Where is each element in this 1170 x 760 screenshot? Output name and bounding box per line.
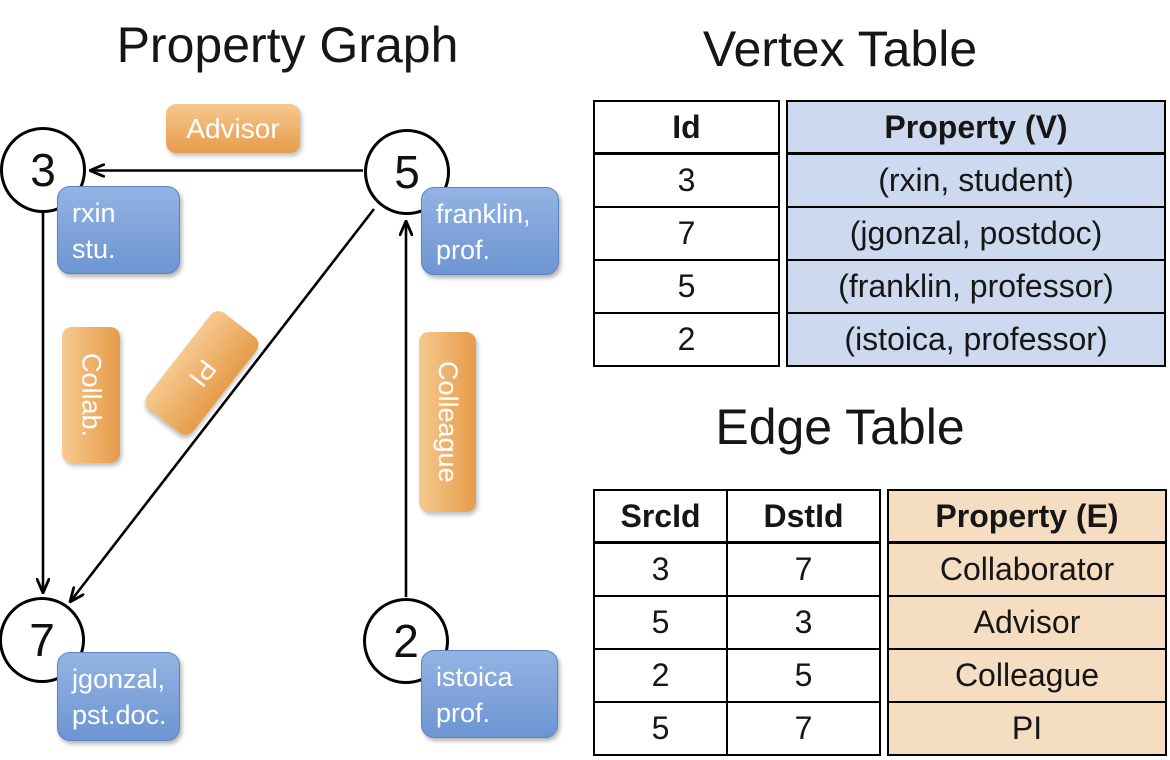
edge-srcid-cell: 5 bbox=[651, 710, 670, 746]
edge-table-header-row: SrcId DstId bbox=[595, 491, 879, 544]
node-id: 7 bbox=[29, 614, 55, 666]
vertex-label-line1: rxin bbox=[72, 198, 116, 228]
vertex-label-line2: prof. bbox=[436, 698, 491, 728]
vertex-table-title: Vertex Table bbox=[702, 21, 978, 77]
edge-table-row: 3 7 bbox=[595, 544, 879, 595]
edge-table-id-columns: SrcId DstId 3 7 5 3 2 5 5 7 bbox=[593, 489, 881, 756]
vertex-id-cell: 2 bbox=[595, 312, 778, 365]
vertex-property-cell: (jgonzal, postdoc) bbox=[788, 206, 1164, 259]
vertex-table-header-id: Id bbox=[595, 102, 778, 155]
vertex-table-header-property: Property (V) bbox=[788, 102, 1164, 155]
edge-table-row: 5 3 bbox=[595, 595, 879, 648]
vertex-label-jgonzal: jgonzal, pst.doc. bbox=[57, 652, 180, 741]
edge-dstid-cell: 3 bbox=[726, 597, 879, 648]
vertex-label-istoica: istoica prof. bbox=[421, 650, 558, 738]
vertex-label-line2: stu. bbox=[72, 234, 116, 264]
vertex-label-line1: franklin, bbox=[436, 199, 531, 229]
edge-srcid-cell: 2 bbox=[651, 657, 670, 693]
vertex-table-id-column: Id 3 7 5 2 bbox=[593, 100, 780, 367]
edge-table-property-column: Property (E) Collaborator Advisor Collea… bbox=[887, 489, 1167, 756]
edge-property-cell: Colleague bbox=[889, 648, 1165, 701]
vertex-label-line1: istoica bbox=[436, 662, 513, 692]
vertex-id-cell: 7 bbox=[595, 206, 778, 259]
edge-table-row: 2 5 bbox=[595, 648, 879, 701]
graph-node-3: 3 bbox=[0, 127, 86, 213]
edge-table-row: 5 7 bbox=[595, 701, 879, 754]
edge-table-title: Edge Table bbox=[715, 399, 965, 455]
edge-label-collab: Collab. bbox=[62, 327, 120, 463]
edge-dstid-cell: 7 bbox=[726, 703, 879, 754]
edge-dstid-cell: 7 bbox=[726, 544, 879, 595]
vertex-table-property-column: Property (V) (rxin, student) (jgonzal, p… bbox=[786, 100, 1166, 367]
vertex-label-line1: jgonzal, bbox=[72, 664, 166, 694]
edge-label-colleague: Colleague bbox=[419, 332, 476, 512]
edge-property-cell: PI bbox=[889, 701, 1165, 754]
edge-table-header-srcid: SrcId bbox=[595, 491, 726, 544]
node-id: 2 bbox=[393, 615, 419, 667]
edge-table-header-dstid: DstId bbox=[726, 491, 879, 544]
edge-arrow-5-to-7 bbox=[70, 208, 376, 602]
vertex-property-cell: (rxin, student) bbox=[788, 155, 1164, 206]
graph-edges-svg bbox=[0, 0, 585, 760]
edge-srcid-cell: 5 bbox=[651, 604, 670, 640]
edge-dstid-cell: 5 bbox=[726, 650, 879, 701]
node-id: 5 bbox=[394, 146, 420, 198]
edge-label-advisor: Advisor bbox=[166, 104, 300, 153]
vertex-label-line2: pst.doc. bbox=[72, 700, 167, 730]
vertex-property-cell: (franklin, professor) bbox=[788, 259, 1164, 312]
vertex-id-cell: 3 bbox=[677, 162, 696, 198]
edge-srcid-cell: 3 bbox=[651, 551, 670, 587]
vertex-label-line2: prof. bbox=[436, 235, 491, 265]
edge-property-cell: Collaborator bbox=[889, 544, 1165, 595]
graph-node-5: 5 bbox=[364, 129, 450, 215]
vertex-property-cell: (istoica, professor) bbox=[788, 312, 1164, 365]
vertex-id-cell: 5 bbox=[595, 259, 778, 312]
vertex-label-franklin: franklin, prof. bbox=[421, 187, 559, 275]
property-graph-title: Property Graph bbox=[116, 17, 459, 73]
vertex-label-rxin: rxin stu. bbox=[57, 186, 180, 274]
edge-table-header-property: Property (E) bbox=[889, 491, 1165, 544]
node-id: 3 bbox=[30, 144, 56, 196]
edge-property-cell: Advisor bbox=[889, 595, 1165, 648]
